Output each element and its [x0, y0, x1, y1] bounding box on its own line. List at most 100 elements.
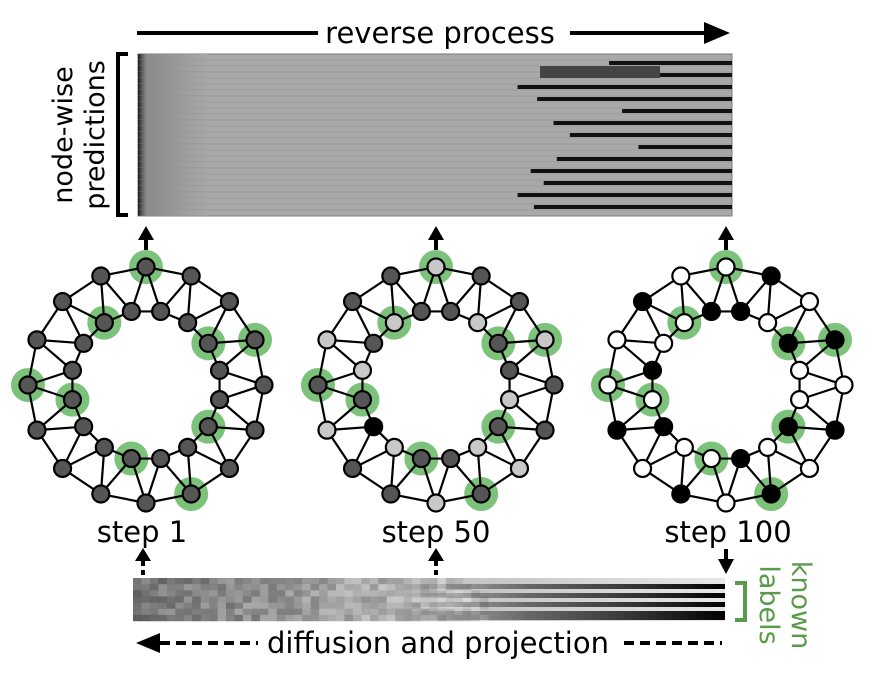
- graph-node: [471, 266, 491, 286]
- graph-node: [716, 257, 736, 277]
- graph-node: [151, 301, 171, 322]
- graph-node: [91, 266, 111, 286]
- graph-node: [178, 313, 198, 333]
- graph-node: [181, 484, 201, 504]
- graph-node: [468, 437, 488, 457]
- graph-node: [441, 301, 461, 322]
- graph-node: [544, 375, 564, 395]
- graph-node: [219, 458, 240, 479]
- arrow-right-icon: [704, 22, 730, 44]
- graph-node: [509, 291, 530, 312]
- graph-node: [778, 417, 798, 437]
- graph-node: [245, 420, 265, 440]
- graph-node: [731, 448, 751, 469]
- graph-node: [384, 313, 404, 333]
- graph-node: [178, 437, 198, 457]
- graph-node: [499, 360, 520, 380]
- graph-node: [426, 493, 446, 513]
- step-50-label: step 50: [382, 515, 491, 549]
- graph-node: [52, 458, 73, 479]
- graph-node: [642, 360, 663, 380]
- graph-node: [411, 448, 431, 469]
- graph-node: [209, 360, 230, 380]
- graph-node: [62, 390, 83, 410]
- graph-node: [758, 313, 778, 333]
- graph-node: [381, 484, 401, 504]
- graph-node: [317, 330, 337, 350]
- known-label: known: [785, 561, 816, 649]
- graph-node: [219, 291, 240, 312]
- graph-node: [671, 484, 691, 504]
- step-100-label: step 100: [664, 515, 791, 549]
- graph-step-1: [11, 250, 274, 513]
- graph-node: [499, 390, 520, 410]
- graph-node: [27, 330, 47, 350]
- diffusion-arrow: [136, 633, 722, 653]
- node-wise-label: node-wise: [48, 66, 79, 203]
- graph-node: [209, 390, 230, 410]
- graph-node: [254, 375, 274, 395]
- graph-node: [789, 390, 810, 410]
- graph-node: [62, 360, 83, 380]
- step-1-label: step 1: [97, 515, 187, 549]
- reverse-process-label: reverse process: [325, 16, 555, 50]
- graph-node: [671, 266, 691, 286]
- graph-node: [716, 493, 736, 513]
- labels-label: labels: [753, 565, 784, 644]
- graph-node: [761, 266, 781, 286]
- graph-node: [352, 390, 373, 410]
- graph-node: [535, 330, 555, 350]
- graph-node: [488, 417, 508, 437]
- known-labels-bracket: [735, 581, 747, 622]
- graph-node: [27, 420, 47, 440]
- diffusion-strip: [133, 578, 725, 622]
- arrow-up-icon: [135, 548, 151, 575]
- graph-node: [136, 257, 156, 277]
- graph-node: [674, 313, 694, 333]
- arrow-left-icon: [136, 633, 160, 653]
- graph-node: [94, 437, 114, 457]
- graph-node: [136, 493, 156, 513]
- graph-node: [411, 301, 431, 322]
- graph-node: [834, 375, 854, 395]
- graph-node: [352, 360, 373, 380]
- graph-node: [607, 330, 627, 350]
- arrow-up-icon: [428, 548, 444, 575]
- graph-node: [364, 333, 384, 353]
- graph-node: [18, 375, 38, 395]
- graph-node: [94, 313, 114, 333]
- graph-node: [198, 417, 218, 437]
- reverse-process-arrow: [137, 22, 730, 44]
- graph-node: [121, 448, 141, 469]
- graph-node: [642, 390, 663, 410]
- predictions-bracket: [116, 52, 128, 217]
- graph-node: [245, 330, 265, 350]
- graph-step-100: [591, 250, 854, 513]
- graph-node: [654, 417, 674, 437]
- graph-node: [789, 360, 810, 380]
- graph-node: [674, 437, 694, 457]
- graph-node: [342, 291, 363, 312]
- graph-node: [441, 448, 461, 469]
- graph-node: [731, 301, 751, 322]
- graph-step-50: [301, 250, 564, 513]
- diffusion-label: diffusion and projection: [267, 626, 609, 660]
- graph-node: [632, 458, 653, 479]
- graph-node: [364, 417, 384, 437]
- graph-node: [825, 420, 845, 440]
- graph-node: [91, 484, 111, 504]
- graph-node: [825, 330, 845, 350]
- graph-node: [632, 291, 653, 312]
- graph-node: [761, 484, 781, 504]
- graph-node: [308, 375, 328, 395]
- graph-node: [598, 375, 618, 395]
- graph-node: [701, 301, 721, 322]
- graph-node: [654, 333, 674, 353]
- graph-node: [778, 333, 798, 353]
- graph-node: [74, 417, 94, 437]
- graph-node: [701, 448, 721, 469]
- graph-node: [317, 420, 337, 440]
- graph-node: [381, 266, 401, 286]
- arrow-down-icon: [718, 549, 734, 574]
